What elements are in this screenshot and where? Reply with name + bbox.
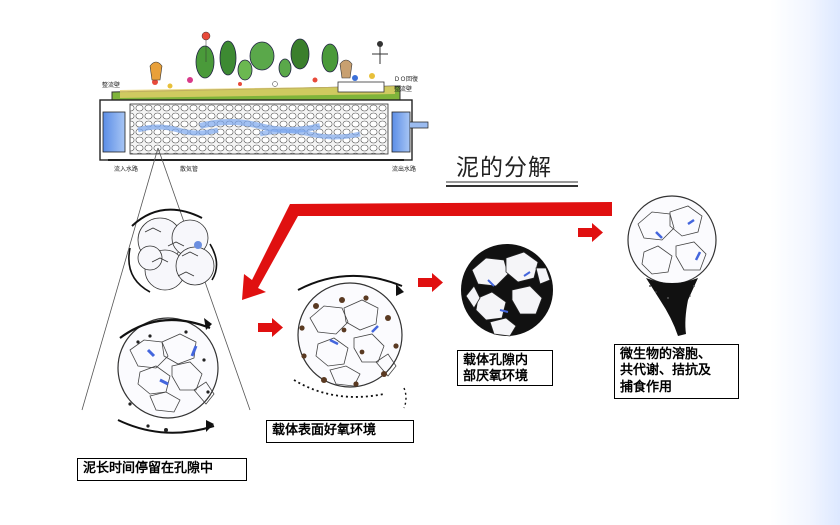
caption-microbial-action: 微生物的溶胞、 共代谢、拮抗及 捕食作用 (614, 344, 739, 399)
caption-microbial-line3: 捕食作用 (620, 379, 673, 395)
pellet-surface-aerobic (293, 274, 407, 409)
step-arrow-2 (418, 273, 443, 292)
label-inflow-channel: 流入水路 (114, 166, 139, 173)
caption-microbial-line2: 共代谢、拮抗及 (620, 363, 712, 379)
return-arrow (242, 202, 612, 300)
caption-surface-aerobic: 载体表面好氧环境 (266, 420, 414, 443)
label-diffuser-pipe: 散気管 (180, 166, 199, 173)
label-do-recovery: ＤＯ回復 (394, 76, 419, 83)
caption-inner-anaerobic-line2: 部厌氧环境 (463, 369, 529, 385)
page-title: 泥的分解 (456, 155, 552, 181)
label-outflow-channel: 流出水路 (392, 166, 417, 173)
step-arrow-3 (578, 223, 603, 242)
pellet-inner-anaerobic (461, 244, 553, 337)
label-rectifier-right: 整流壁 (394, 86, 413, 93)
treatment-system-illustration (99, 31, 429, 161)
caption-inner-anaerobic: 载体孔隙内 部厌氧环境 (457, 350, 553, 386)
caption-microbial-line1: 微生物的溶胞、 (620, 347, 712, 362)
pellet-cluster (128, 208, 218, 293)
caption-sludge-retention: 泥长时间停留在孔隙中 (77, 458, 247, 481)
blue-edge-gradient (770, 0, 840, 525)
pellet-microbial-action (627, 195, 717, 336)
pellet-sludge-retention (117, 317, 219, 434)
step-arrow-1 (258, 318, 283, 337)
label-rectifier-left: 整流壁 (102, 82, 121, 89)
caption-inner-anaerobic-line1: 载体孔隙内 (463, 353, 529, 368)
